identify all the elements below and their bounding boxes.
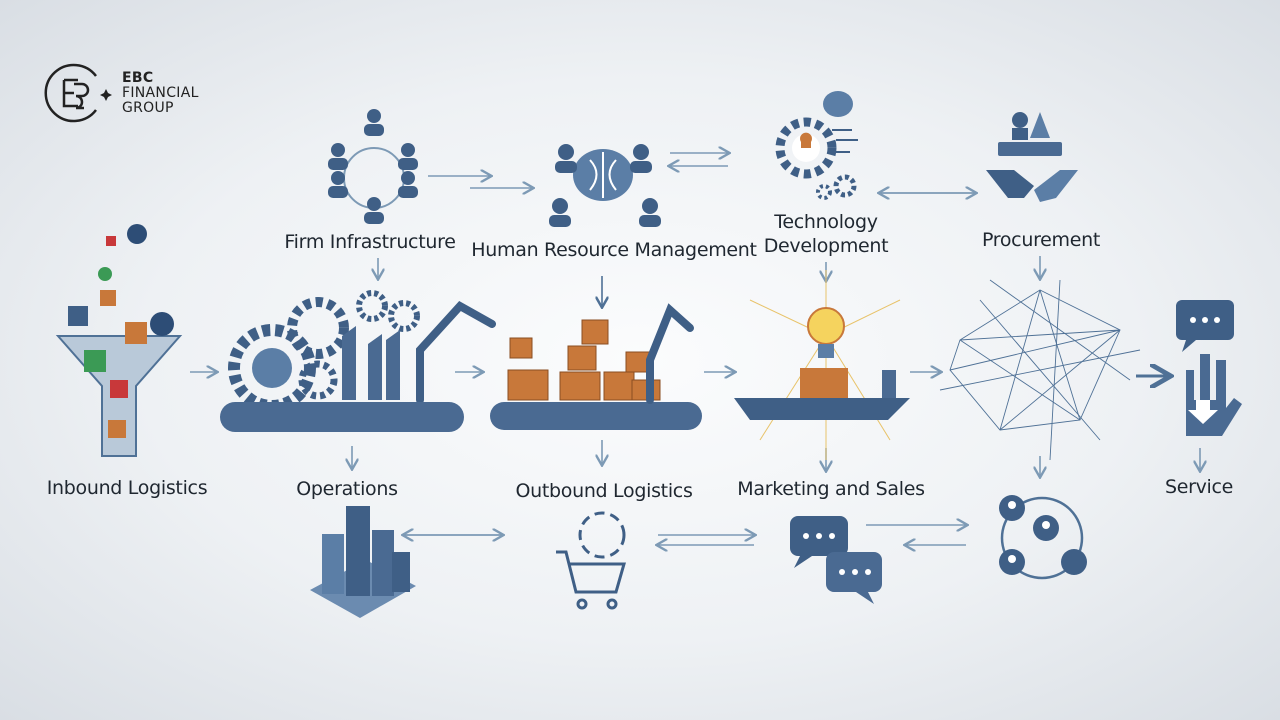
factory-gears-robot-icon — [220, 290, 496, 432]
people-network-icon — [328, 109, 418, 224]
label-inbound-logistics: Inbound Logistics — [46, 477, 208, 499]
label-procurement: Procurement — [981, 229, 1101, 251]
gear-brain-icon — [775, 91, 858, 200]
label-technology-line2: Development — [763, 235, 889, 257]
person-icon — [328, 171, 348, 198]
label-marketing-sales: Marketing and Sales — [737, 478, 925, 500]
person-icon — [364, 197, 384, 224]
customer-cycle-icon — [999, 495, 1087, 580]
conveyor-boxes-icon — [490, 303, 702, 430]
label-service: Service — [1164, 476, 1234, 498]
ebc-monogram-icon — [44, 63, 112, 123]
service-hand-chat-icon — [1176, 300, 1242, 436]
city-buildings-icon — [310, 506, 416, 618]
logo-line-3: GROUP — [122, 99, 174, 116]
handshake-icon — [986, 112, 1078, 202]
shopping-cart-icon — [556, 511, 626, 610]
label-firm-infrastructure: Firm Infrastructure — [284, 231, 456, 253]
person-icon — [398, 143, 418, 170]
label-outbound-logistics: Outbound Logistics — [515, 480, 693, 502]
funnel-icon — [55, 224, 183, 457]
ship-lightbulb-icon — [734, 270, 910, 460]
label-operations: Operations — [296, 478, 398, 500]
ebc-logo: EBC FINANCIAL GROUP — [44, 62, 199, 124]
label-technology-development: Technology Development — [764, 210, 889, 258]
brain-people-icon — [549, 144, 661, 227]
person-icon — [328, 143, 348, 170]
label-hr-management: Human Resource Management — [471, 239, 757, 261]
person-icon — [364, 109, 384, 136]
logo-line-1: EBC — [122, 69, 154, 86]
label-technology-line1: Technology — [774, 211, 878, 233]
network-web-icon — [939, 279, 1141, 461]
logo-line-2: FINANCIAL — [122, 84, 199, 101]
flow-arrows — [190, 153, 1200, 545]
chat-bubbles-icon — [790, 516, 882, 604]
person-icon — [398, 171, 418, 198]
